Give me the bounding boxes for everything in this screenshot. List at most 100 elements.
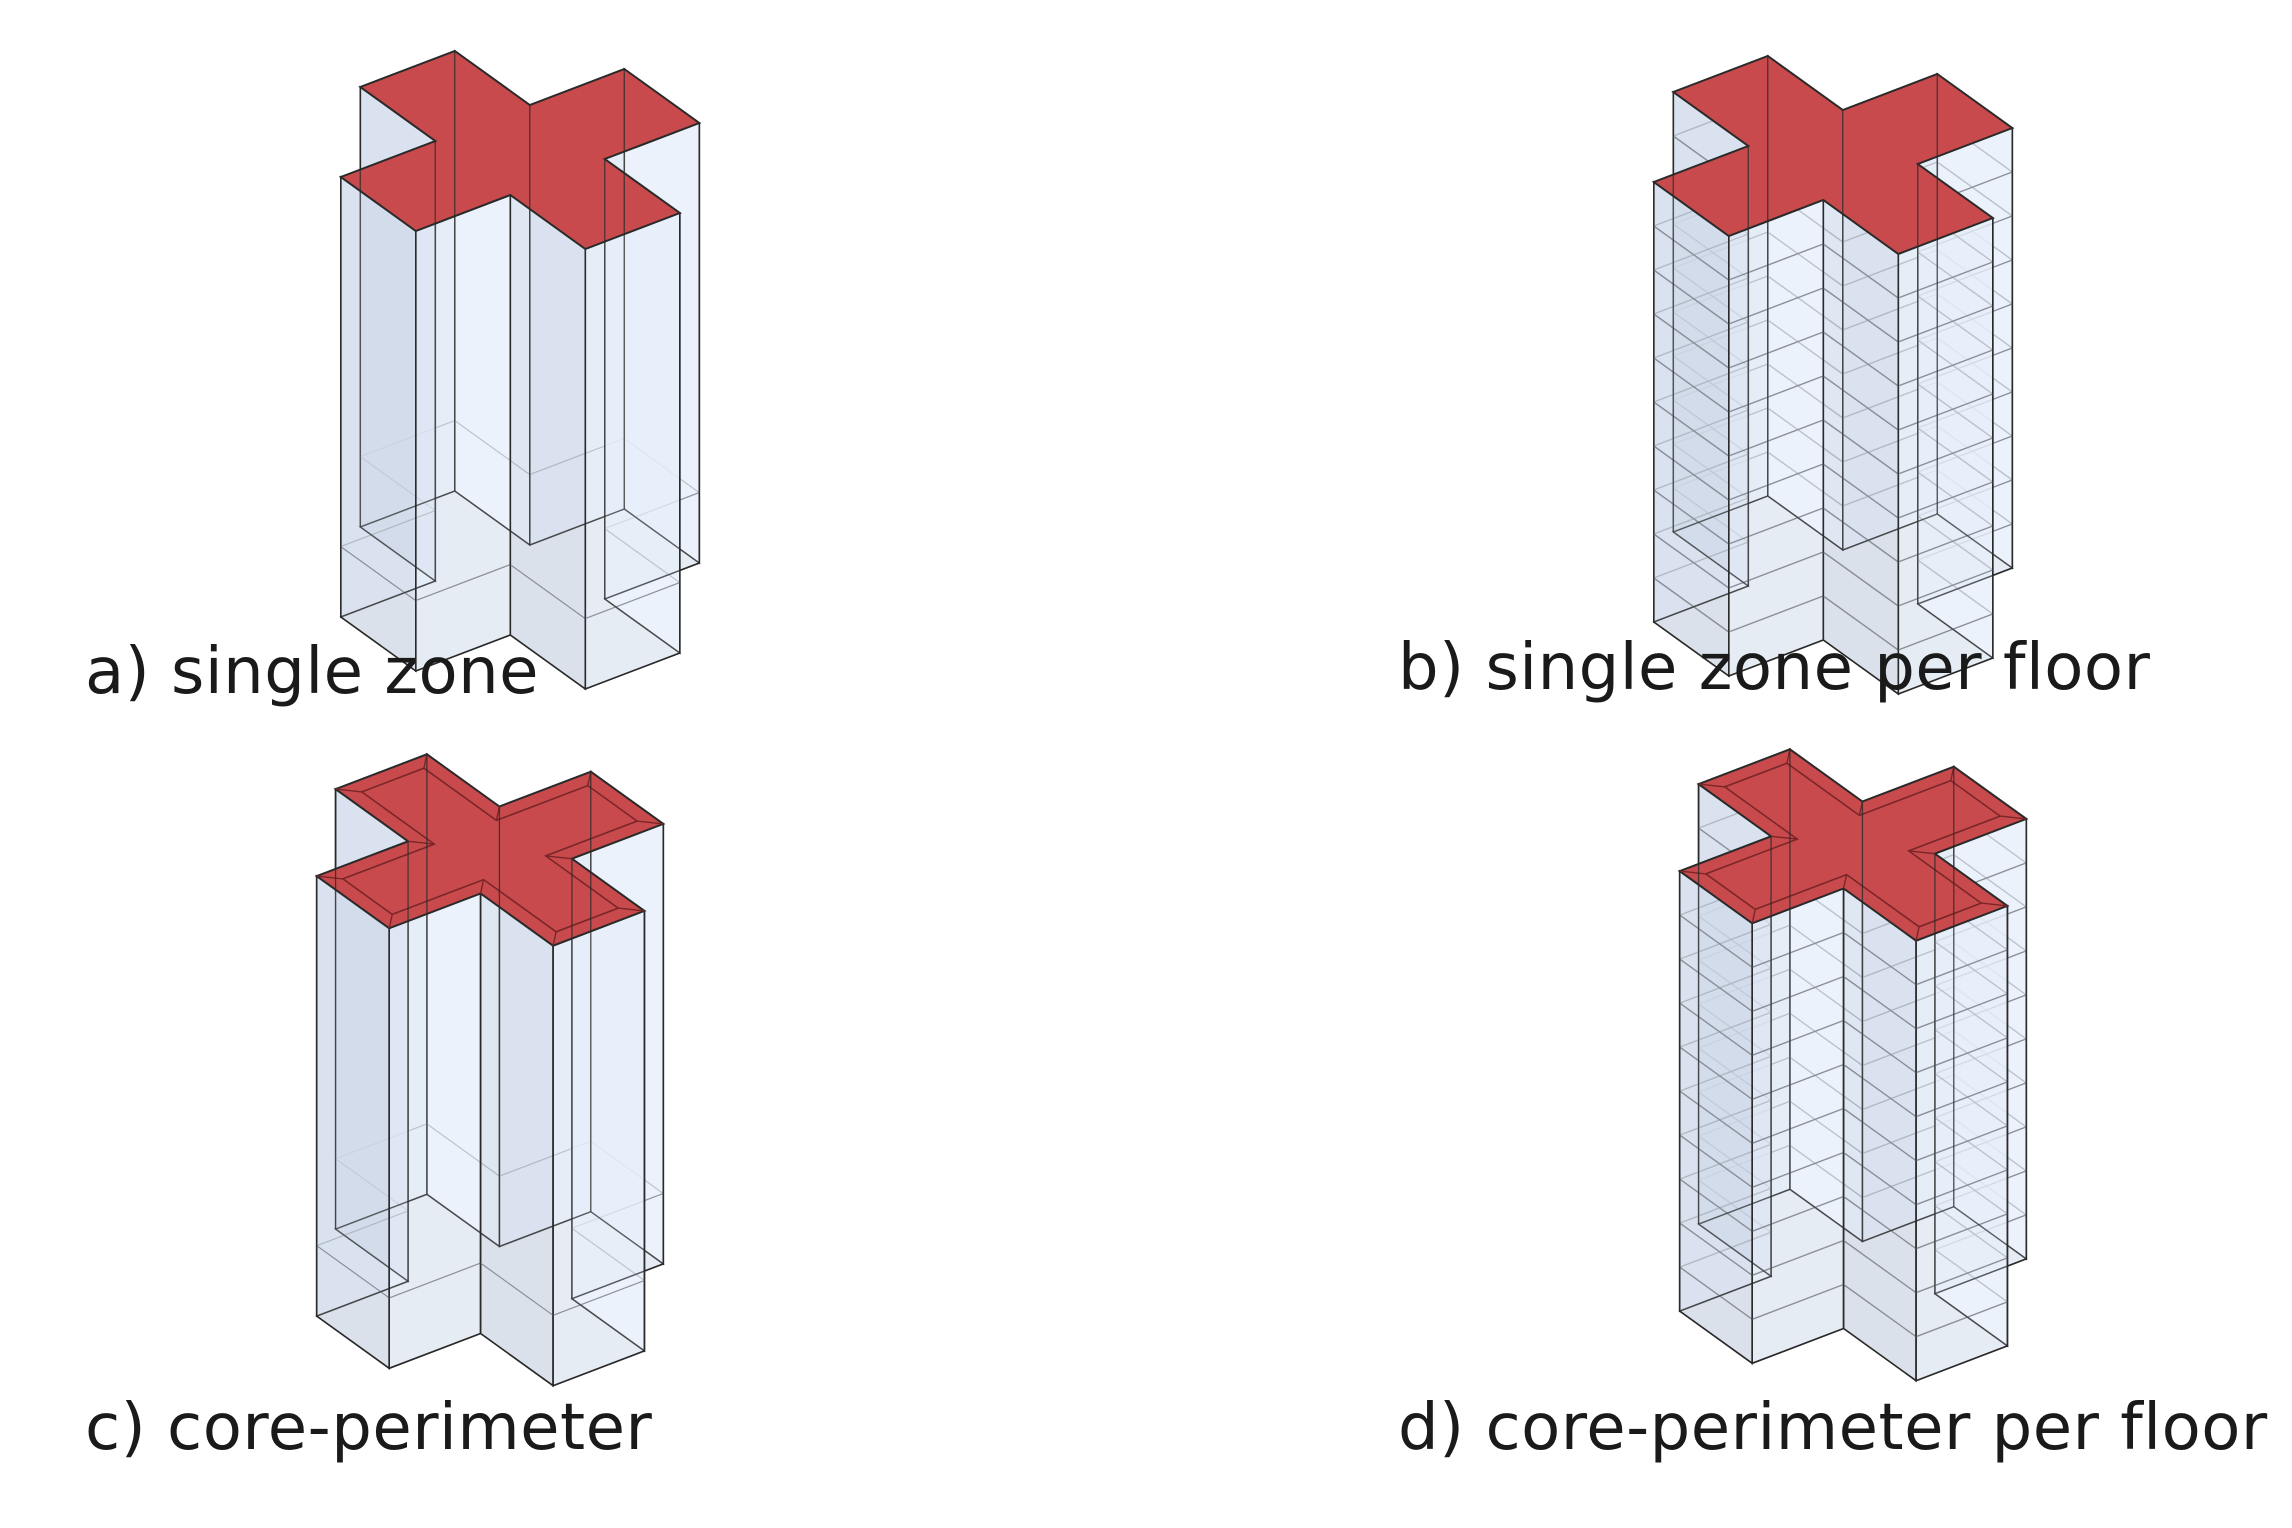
wall-face (388, 892, 482, 1370)
perimeter-divider (618, 907, 645, 912)
floor-line (1653, 489, 1730, 545)
wall-face (552, 909, 646, 1387)
base-outline (315, 1193, 665, 1387)
floor-line (1898, 613, 1993, 651)
perimeter-divider (1679, 870, 1707, 875)
floor-line (1915, 1081, 2008, 1118)
floor-line (316, 1245, 390, 1299)
floor-line (1653, 533, 1730, 589)
floor-line (415, 564, 511, 602)
floor-line (1653, 577, 1730, 633)
floor-line (1898, 525, 1993, 563)
perimeter-divider (1842, 874, 1848, 889)
floor-line (1843, 931, 1917, 986)
floor-line (1751, 1019, 1844, 1056)
base-outline (1652, 495, 2014, 695)
floor-line (1843, 1151, 1917, 1206)
floor-line (1822, 331, 1899, 387)
floor-line (1898, 261, 1993, 299)
floor-line (1728, 287, 1824, 325)
floor-line (552, 1279, 645, 1316)
perimeter-divider (636, 820, 664, 825)
floor-line (1728, 419, 1824, 457)
panel-label-a: a) single zone (85, 635, 540, 709)
floor-line (1898, 393, 1993, 431)
floor-line (1679, 914, 1753, 968)
floor-line (1728, 243, 1824, 281)
floor-line (1751, 1283, 1844, 1320)
panel-label-d: d) core-perimeter per floor (1398, 1391, 2268, 1465)
building-a (338, 49, 702, 691)
floor-line (1751, 931, 1844, 968)
floor-line (1843, 975, 1917, 1030)
floor-line (1751, 1195, 1844, 1232)
floor-line (1915, 949, 2008, 986)
wall-face (414, 193, 512, 673)
floor-line (1822, 595, 1899, 651)
perimeter-divider (1915, 926, 1920, 941)
floor-line (1728, 463, 1824, 501)
floor-line (1822, 375, 1899, 431)
perimeter-divider (479, 879, 485, 894)
floor-line (509, 564, 586, 620)
floor-line (1898, 569, 1993, 607)
floor-line (1898, 437, 1993, 475)
base-outline (1678, 1188, 2028, 1382)
floor-line (1898, 481, 1993, 519)
floor-line (1822, 419, 1899, 475)
floor-line (1679, 1090, 1753, 1144)
floor-line (1728, 595, 1824, 633)
floor-line (1728, 331, 1824, 369)
wall-face (509, 193, 587, 691)
floor-line (1679, 1222, 1753, 1276)
wall-face (315, 874, 391, 1370)
perimeter-divider (316, 875, 344, 880)
floor-line (1915, 1037, 2008, 1074)
perimeter-divider (1908, 850, 1935, 855)
floor-line (1653, 313, 1730, 369)
floor-line (1751, 1239, 1844, 1276)
perimeter-divider (335, 788, 362, 793)
floor-line (585, 582, 680, 620)
floor-line (1898, 349, 1993, 387)
floor-line (1822, 551, 1899, 607)
floor-line (340, 546, 417, 602)
floor-line (1915, 1257, 2008, 1294)
floor-line (1653, 445, 1730, 501)
floor-line (1822, 463, 1899, 519)
perimeter-divider (1698, 783, 1725, 788)
floor-line (1843, 1239, 1917, 1294)
perimeter-divider (408, 840, 435, 845)
floor-line (1728, 507, 1824, 545)
floor-line (1728, 375, 1824, 413)
wall-face (584, 211, 681, 691)
floor-line (1843, 1195, 1917, 1250)
panel-label-c: c) core-perimeter (85, 1391, 653, 1465)
floor-line (1653, 357, 1730, 413)
floor-line (1822, 243, 1899, 299)
floor-line (1728, 551, 1824, 589)
floor-line (1653, 401, 1730, 457)
building-b (1651, 54, 2015, 696)
perimeter-divider (1999, 815, 2027, 820)
floor-line (1679, 958, 1753, 1012)
floor-line (1915, 1125, 2008, 1162)
floor-line (1843, 1107, 1917, 1162)
floor-line (1843, 1283, 1917, 1338)
perimeter-divider (1751, 909, 1756, 924)
floor-line (1653, 269, 1730, 325)
floor-line (1822, 507, 1899, 563)
floor-line (1898, 305, 1993, 343)
floor-line (389, 1262, 481, 1299)
floor-line (1915, 1169, 2008, 1206)
floor-line (1679, 1178, 1753, 1232)
base-outline (339, 490, 701, 690)
floor-line (1751, 975, 1844, 1012)
floor-line (1679, 1134, 1753, 1188)
floor-line (1679, 1046, 1753, 1100)
floor-line (1679, 1266, 1753, 1320)
floor-line (1915, 993, 2008, 1030)
floor-line (1822, 287, 1899, 343)
building-c (314, 752, 666, 1388)
